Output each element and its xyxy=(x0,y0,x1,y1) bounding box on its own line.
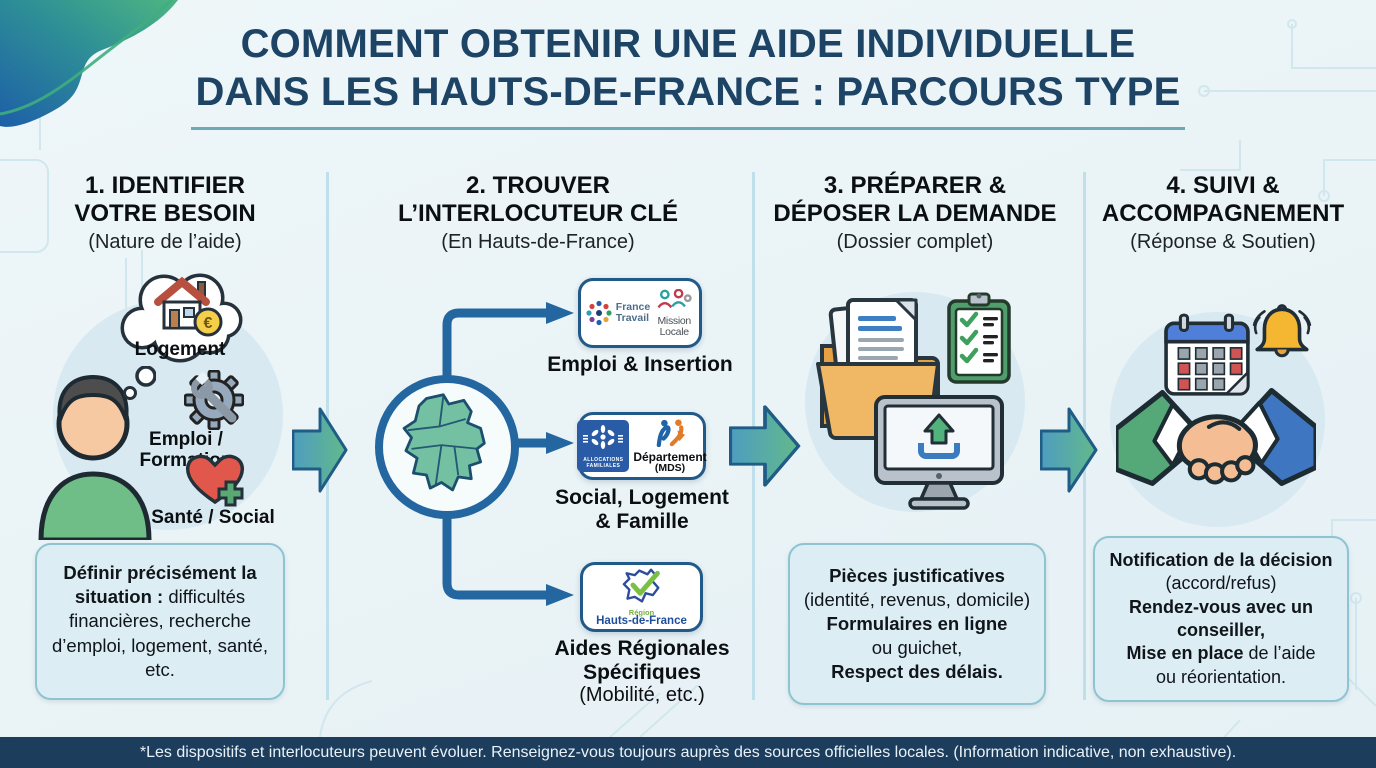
step4-title-line1: 4. SUIVI & xyxy=(1166,172,1280,199)
title-underline xyxy=(191,127,1185,130)
step3-header: 3. PRÉPARER & DÉPOSER LA DEMANDE (Dossie… xyxy=(762,172,1068,254)
map-circle xyxy=(375,375,519,519)
step4-note-l1: Notification de la décision xyxy=(1109,549,1333,570)
page-title-line2: DANS LES HAUTS-DE-FRANCE : PARCOURS TYPE xyxy=(195,70,1181,114)
euro-symbol: € xyxy=(204,315,213,332)
region-hdf-logo: Région Hauts-de-France xyxy=(596,567,687,628)
corner-blob-decoration xyxy=(0,0,178,127)
region-name: Hauts-de-France xyxy=(596,615,687,627)
gear-wrench-icon xyxy=(184,370,244,430)
step1-note-text: Définir précisément la situation : diffi… xyxy=(48,561,272,681)
org-label-social: Social, Logement& Famille xyxy=(555,486,729,533)
step2-title-line2: L’INTERLOCUTEUR CLÉ xyxy=(398,200,678,228)
step4-subtitle: (Réponse & Soutien) xyxy=(1130,230,1316,253)
departement-label-line2: (MDS) xyxy=(654,461,686,474)
step3-note-l3: Formulaires en ligne xyxy=(826,612,1008,634)
step4-note-l2: (accord/refus) xyxy=(1165,573,1277,594)
step3-note-l1: Pièces justificatives xyxy=(829,564,1005,586)
step1-note: Définir précisément la situation : diffi… xyxy=(35,543,285,700)
step3-note: Pièces justificatives (identité, revenus… xyxy=(788,543,1046,705)
thought-bubble-icon: € xyxy=(120,273,243,363)
step1-subtitle: (Nature de l’aide) xyxy=(88,230,242,253)
step3-title-line1: 3. PRÉPARER & xyxy=(823,172,1007,199)
step1-note-rest: difficultés financières, recherche d’emp… xyxy=(52,586,268,680)
checklist-clipboard-icon xyxy=(947,292,1011,384)
computer-upload-icon xyxy=(874,395,1004,510)
footer-disclaimer: *Les dispositifs et interlocuteurs peuve… xyxy=(0,737,1376,768)
org-label-region: Aides Régionales Spécifiques (Mobilité, … xyxy=(554,637,730,707)
flow-arrow-2-icon xyxy=(729,405,801,487)
step1-header: 1. IDENTIFIER VOTRE BESOIN (Nature de l’… xyxy=(33,172,297,254)
flow-arrow-3-icon xyxy=(1040,407,1098,493)
region-word: Région xyxy=(628,607,655,617)
hauts-de-france-map-icon xyxy=(402,393,486,492)
step4-note-l5: ou réorientation. xyxy=(1155,666,1287,687)
step4-note-l3: Rendez-vous avec un conseiller, xyxy=(1128,596,1314,640)
step2-header: 2. TROUVER L’INTERLOCUTEUR CLÉ (En Hauts… xyxy=(348,172,728,254)
step1-title-line1: 1. IDENTIFIER xyxy=(84,172,246,199)
page-title: COMMENT OBTENIR UNE AIDE INDIVIDUELLE DA… xyxy=(0,20,1376,116)
house-euro-icon: € xyxy=(154,276,223,337)
step2-subtitle: (En Hauts-de-France) xyxy=(441,230,635,253)
step4-title-line2: ACCOMPAGNEMENT xyxy=(1101,200,1345,228)
step4-note-l4: Mise en place de l’aide xyxy=(1126,643,1316,664)
departement-logo: Département (MDS) xyxy=(633,419,707,474)
step4-note: Notification de la décision (accord/refu… xyxy=(1093,536,1349,702)
france-travail-logo xyxy=(586,300,612,326)
heart-label: Santé / Social xyxy=(151,507,275,528)
step3-subtitle: (Dossier complet) xyxy=(836,230,994,253)
org-label-emploi: Emploi & Insertion xyxy=(547,353,733,376)
footer-text: *Les dispositifs et interlocuteurs peuve… xyxy=(139,743,1237,761)
person-icon xyxy=(38,374,152,540)
step1-note-bold: Définir précisément la situation : xyxy=(63,562,257,608)
step4-header: 4. SUIVI & ACCOMPAGNEMENT (Réponse & Sou… xyxy=(1094,172,1352,254)
step3-note-l2: (identité, revenus, domicile) xyxy=(803,588,1031,610)
step1-title-line2: VOTRE BESOIN xyxy=(74,200,256,228)
flow-arrow-1-icon xyxy=(292,407,348,493)
step2-title-line1: 2. TROUVER xyxy=(465,172,611,199)
bell-icon xyxy=(1252,304,1312,358)
thought-label: Logement xyxy=(134,339,226,360)
handshake-icon xyxy=(1116,387,1316,486)
heart-cross-icon xyxy=(185,454,245,507)
step3-note-l4: ou guichet, xyxy=(871,637,963,659)
step3-note-l5: Respect des délais. xyxy=(831,661,1003,683)
calendar-icon xyxy=(1164,313,1250,396)
departement-label-line1: Département xyxy=(633,449,707,464)
page-title-line1: COMMENT OBTENIR UNE AIDE INDIVIDUELLE xyxy=(240,22,1136,66)
thought-dots-icon xyxy=(123,366,156,400)
step3-title-line2: DÉPOSER LA DEMANDE xyxy=(773,200,1057,228)
org-box-region: Région Hauts-de-France xyxy=(580,562,703,632)
